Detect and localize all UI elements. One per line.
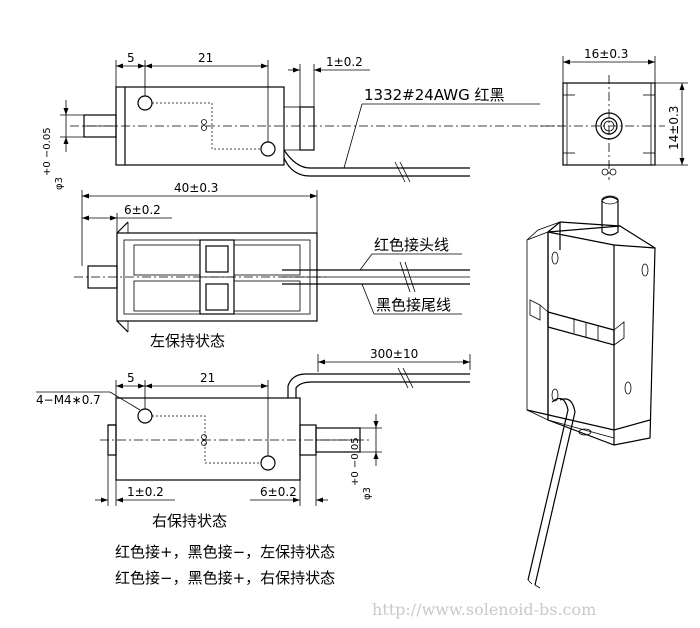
right-state-label: 右保持状态 bbox=[152, 512, 227, 530]
left-state-label: 左保持状态 bbox=[150, 332, 225, 350]
dim-mid-6: 6±0.2 bbox=[124, 203, 161, 217]
dia-bot: φ3 bbox=[362, 487, 373, 500]
dim-top-21: 21 bbox=[198, 51, 213, 65]
section-view: 40±0.3 6±0.2 红色接头线 黑色接尾线 左保持状态 bbox=[74, 181, 470, 350]
dim-end-height: 14±0.3 bbox=[667, 106, 681, 150]
dim-bot-1: 1±0.2 bbox=[127, 485, 164, 499]
dim-bot-21: 21 bbox=[200, 371, 215, 385]
dim-wire-length: 300±10 bbox=[370, 347, 418, 361]
wire-spec: 1332#24AWG 红黑 bbox=[364, 86, 505, 104]
thread-spec: 4−M4∗0.7 bbox=[36, 393, 101, 407]
top-view: 5 21 1±0.2 1332#24AWG 红黑 φ3 +0 −0.05 bbox=[42, 51, 560, 190]
end-view: 16±0.3 14±0.3 bbox=[540, 47, 688, 180]
dim-bot-5: 5 bbox=[127, 371, 135, 385]
note-line-2: 红色接−，黑色接+，右保持状态 bbox=[115, 569, 335, 587]
black-wire-label: 黑色接尾线 bbox=[376, 296, 451, 314]
note-line-1: 红色接+，黑色接−，左保持状态 bbox=[115, 543, 335, 561]
bottom-view: 300±10 5 21 4−M4∗0.7 1±0.2 6±0.2 bbox=[36, 347, 471, 530]
dim-bot-6: 6±0.2 bbox=[260, 485, 297, 499]
tol-bot: +0 −0.05 bbox=[350, 437, 361, 486]
dia-top: φ3 bbox=[54, 177, 65, 190]
tol-top: +0 −0.05 bbox=[42, 127, 53, 176]
website-watermark: http://www.solenoid-bs.com bbox=[372, 600, 596, 619]
dim-end-width: 16±0.3 bbox=[584, 47, 628, 61]
dim-top-lead: 1±0.2 bbox=[326, 55, 363, 69]
dim-length: 40±0.3 bbox=[174, 181, 218, 195]
dim-top-5: 5 bbox=[127, 51, 135, 65]
red-wire-label: 红色接头线 bbox=[374, 236, 449, 254]
isometric-view bbox=[526, 195, 656, 589]
